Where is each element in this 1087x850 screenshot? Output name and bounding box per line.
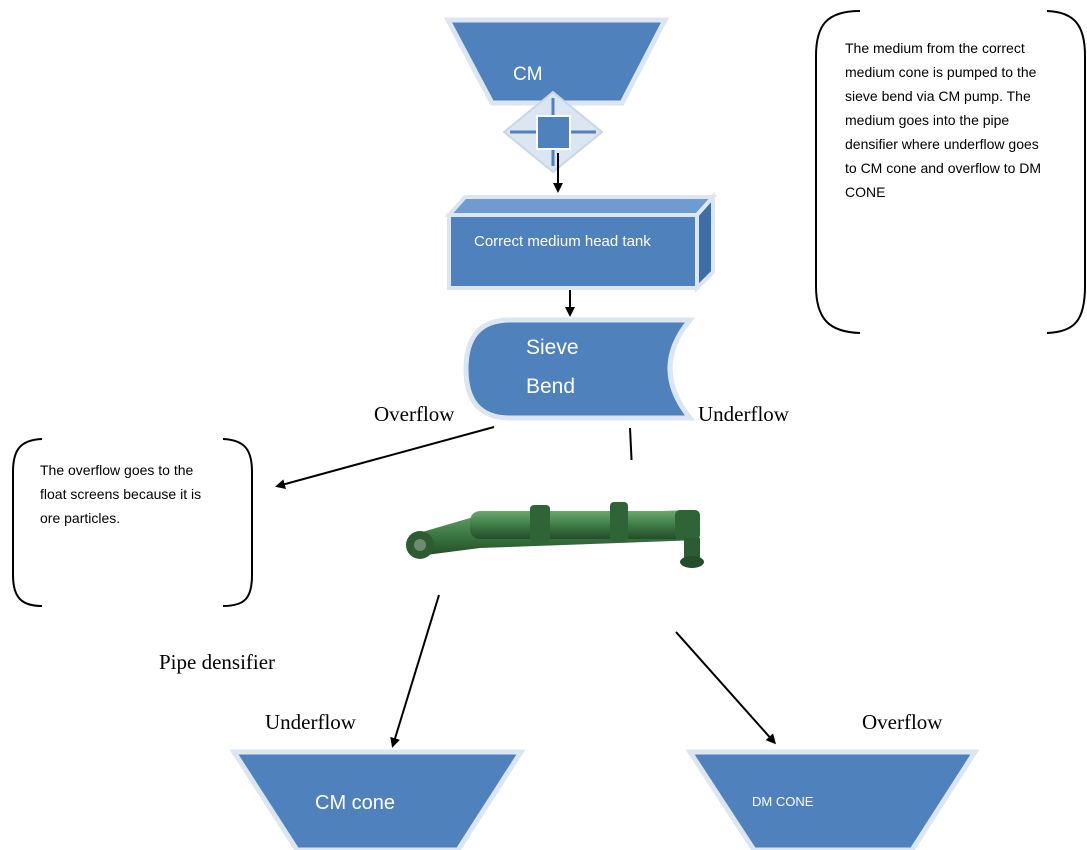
cm-cone-bottom [229,749,526,850]
sieve-bend-line2: Bend [526,375,576,398]
right-note-text: The medium from the correct medium cone … [845,40,1042,200]
sieve-underflow-label: Underflow [698,402,789,426]
right-note-bracket-left [815,10,861,334]
densifier-underflow-label: Underflow [265,710,356,734]
dm-cone [685,749,980,850]
densifier-overflow-label: Overflow [862,710,943,734]
arrow-sieve-overflow [275,426,495,489]
cm-cone-bottom-label: CM cone [315,792,396,814]
left-note-bracket-right [222,438,253,607]
head-tank [444,191,718,293]
right-note-bracket-right [1046,10,1086,334]
head-tank-label: Correct medium head tank [474,233,651,250]
sieve-bend [463,317,696,421]
cm-cone-top-label: CM [513,64,543,85]
sieve-overflow-label: Overflow [374,402,455,426]
dm-cone-label: DM CONE [752,794,814,809]
sieve-bend-line1: Sieve [526,336,579,359]
arrow-densifier-overflow [675,631,776,745]
pipe-densifier-label: Pipe densifier [159,650,276,674]
arrow-densifier-underflow [390,594,440,748]
left-note-bracket-left [12,438,43,607]
cm-cone-top [443,17,670,106]
pipe-densifier-image [405,460,855,620]
left-note-text: The overflow goes to the float screens b… [40,462,202,526]
pump-icon [502,90,604,174]
